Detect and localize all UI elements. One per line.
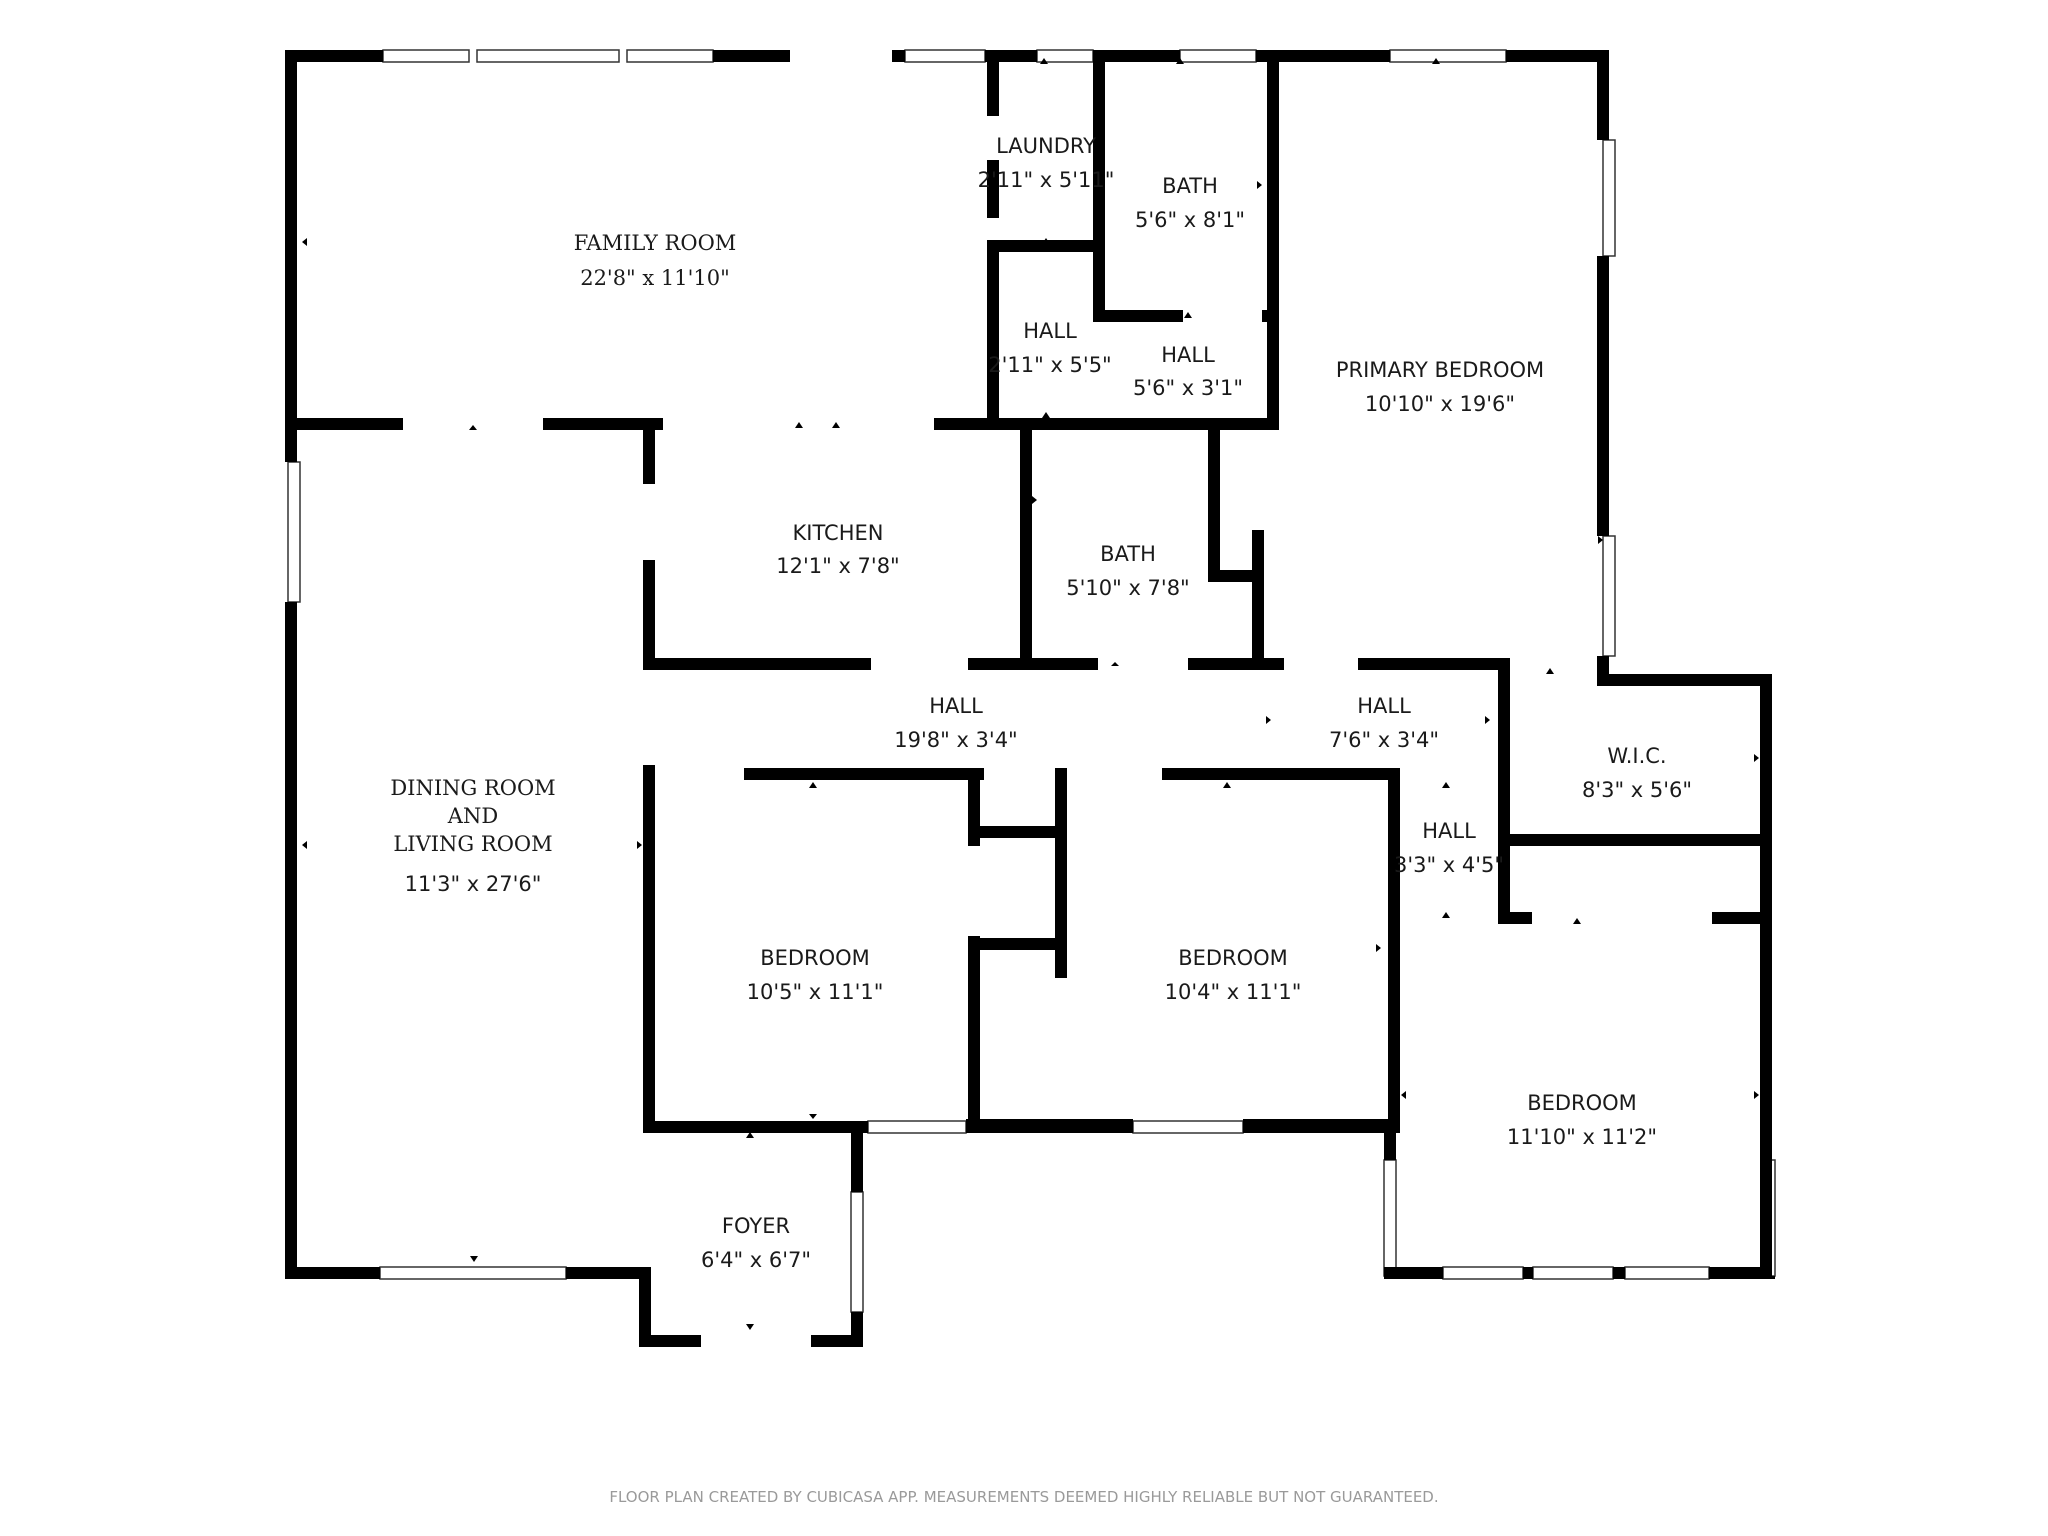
room-hall-east: HALL 7'6" x 3'4" — [1329, 694, 1439, 752]
room-name: FAMILY ROOM — [574, 231, 737, 255]
room-bedroom-3: BEDROOM 11'10" x 11'2" — [1507, 1091, 1657, 1149]
room-dimensions: 10'4" x 11'1" — [1165, 980, 1302, 1004]
window — [382, 49, 470, 63]
room-dimensions: 5'10" x 7'8" — [1066, 576, 1189, 600]
room-dimensions: 22'8" x 11'10" — [580, 266, 730, 290]
room-bedroom-2: BEDROOM 10'4" x 11'1" — [1165, 946, 1302, 1004]
room-bedroom-1: BEDROOM 10'5" x 11'1" — [747, 946, 884, 1004]
room-dimensions: 6'4" x 6'7" — [701, 1248, 811, 1272]
window — [1602, 535, 1616, 657]
room-name: HALL — [1422, 819, 1476, 843]
window — [379, 1266, 567, 1280]
room-name: W.I.C. — [1607, 744, 1666, 768]
window — [850, 1191, 864, 1313]
room-name: BEDROOM — [1527, 1091, 1637, 1115]
room-kitchen: KITCHEN 12'1" x 7'8" — [776, 521, 899, 578]
window — [904, 49, 986, 63]
window — [867, 1120, 967, 1134]
room-primary-bedroom: PRIMARY BEDROOM 10'10" x 19'6" — [1336, 358, 1544, 416]
room-dimensions: 8'3" x 5'6" — [1582, 778, 1692, 802]
window — [287, 461, 301, 603]
room-dimensions: 3'3" x 4'5" — [1394, 853, 1504, 877]
disclaimer-footer: FLOOR PLAN CREATED BY CUBICASA APP. MEAS… — [609, 1488, 1438, 1506]
room-dimensions: 11'10" x 11'2" — [1507, 1125, 1657, 1149]
room-hall-small-right: HALL 5'6" x 3'1" — [1133, 343, 1243, 400]
room-name: FOYER — [722, 1214, 790, 1238]
window — [1389, 49, 1507, 63]
room-wic: W.I.C. 8'3" x 5'6" — [1582, 744, 1692, 802]
window — [1132, 1120, 1244, 1134]
room-bath-upper: BATH 5'6" x 8'1" — [1135, 174, 1245, 232]
room-dimensions: 5'6" x 8'1" — [1135, 208, 1245, 232]
windows — [287, 49, 1776, 1313]
dimension-ticks — [302, 58, 1759, 1330]
room-dimensions: 2'11" x 5'5" — [988, 353, 1111, 377]
room-name: BATH — [1100, 542, 1156, 566]
window — [1602, 139, 1616, 257]
window — [1383, 1159, 1397, 1277]
room-name: BEDROOM — [1178, 946, 1288, 970]
room-name: HALL — [1023, 319, 1077, 343]
room-name: HALL — [929, 694, 983, 718]
room-dimensions: 5'6" x 3'1" — [1133, 376, 1243, 400]
window — [626, 49, 714, 63]
window — [1179, 49, 1257, 63]
room-dimensions: 10'5" x 11'1" — [747, 980, 884, 1004]
room-name: BEDROOM — [760, 946, 870, 970]
room-laundry: LAUNDRY 2'11" x 5'11" — [978, 134, 1115, 192]
room-dimensions: 10'10" x 19'6" — [1365, 392, 1515, 416]
room-dimensions: 2'11" x 5'11" — [978, 168, 1115, 192]
room-name-line3: LIVING ROOM — [393, 832, 552, 856]
room-name: HALL — [1161, 343, 1215, 367]
room-dimensions: 19'8" x 3'4" — [894, 728, 1017, 752]
room-dimensions: 12'1" x 7'8" — [776, 554, 899, 578]
room-name: PRIMARY BEDROOM — [1336, 358, 1544, 382]
room-name-line1: DINING ROOM — [390, 776, 555, 800]
window — [1442, 1266, 1524, 1280]
room-name: HALL — [1357, 694, 1411, 718]
room-hall-small-left: HALL 2'11" x 5'5" — [988, 319, 1111, 377]
walls — [285, 50, 1775, 1347]
room-name-line2: AND — [447, 804, 498, 828]
room-dining-living: DINING ROOM AND LIVING ROOM 11'3" x 27'6… — [390, 776, 555, 896]
window — [476, 49, 620, 63]
room-foyer: FOYER 6'4" x 6'7" — [701, 1214, 811, 1272]
room-dimensions: 11'3" x 27'6" — [405, 872, 542, 896]
room-dimensions: 7'6" x 3'4" — [1329, 728, 1439, 752]
room-name: BATH — [1162, 174, 1218, 198]
window — [1624, 1266, 1710, 1280]
room-hall-vertical: HALL 3'3" x 4'5" — [1394, 819, 1504, 877]
room-bath-lower: BATH 5'10" x 7'8" — [1066, 542, 1189, 600]
room-name: KITCHEN — [793, 521, 884, 545]
room-name: LAUNDRY — [996, 134, 1096, 158]
room-hall-main: HALL 19'8" x 3'4" — [894, 694, 1017, 752]
window — [1532, 1266, 1614, 1280]
room-family-room: FAMILY ROOM 22'8" x 11'10" — [574, 231, 737, 290]
